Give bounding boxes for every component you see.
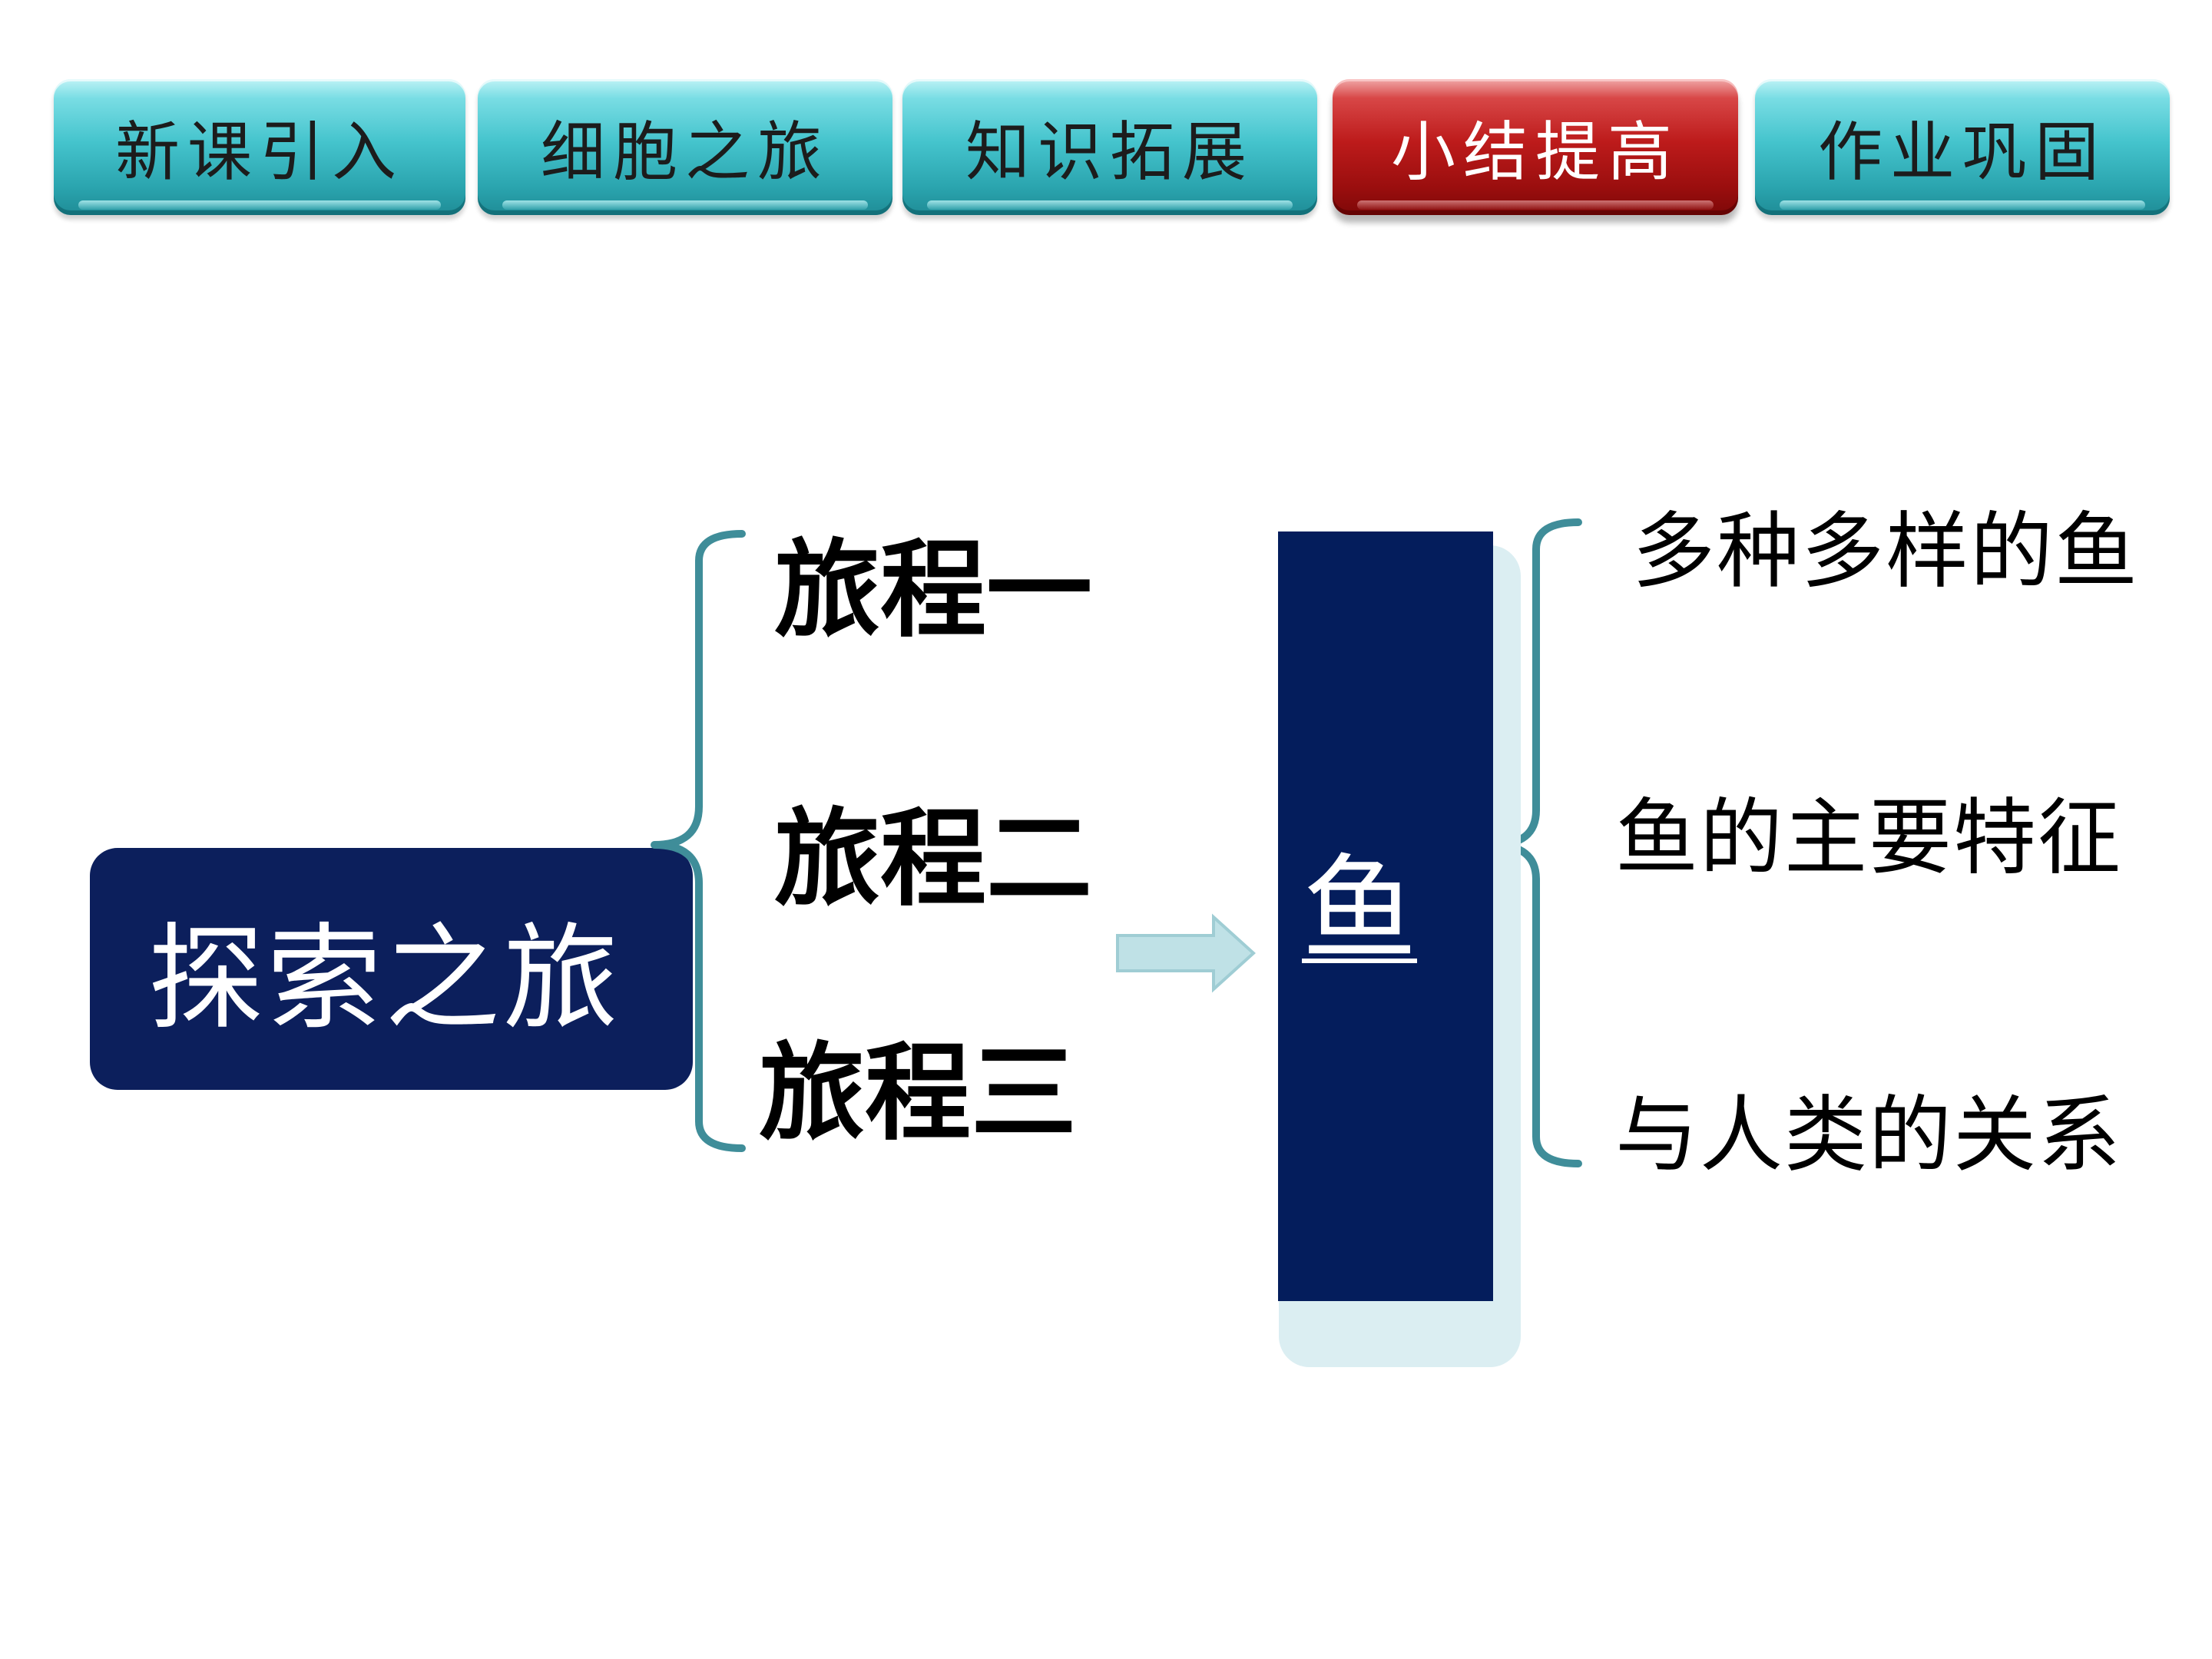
feature-2-label: 鱼的主要特征 xyxy=(1615,790,2123,886)
journey-1-label: 旅程一 xyxy=(774,528,1093,652)
tab-label: 新课引入 xyxy=(114,114,404,190)
tab-cell-journey[interactable]: 细胞之旅 xyxy=(478,79,892,215)
arrow-icon xyxy=(1116,913,1256,993)
root-label: 探索之旅 xyxy=(148,912,622,1046)
journey-2-label: 旅程二 xyxy=(774,797,1093,921)
journey-3-label: 旅程三 xyxy=(759,1031,1078,1155)
tab-homework[interactable]: 作业巩固 xyxy=(1755,79,2170,215)
tab-knowledge-expansion[interactable]: 知识拓展 xyxy=(902,79,1317,215)
tab-summary[interactable]: 小结提高 xyxy=(1333,79,1738,215)
feature-1-label: 多种多样的鱼 xyxy=(1632,504,2140,600)
tab-label: 知识拓展 xyxy=(965,114,1254,190)
root-box: 探索之旅 xyxy=(90,848,693,1090)
journeys-brace xyxy=(651,530,746,1152)
fish-label: 鱼 xyxy=(1302,843,1418,977)
tab-label: 小结提高 xyxy=(1390,114,1680,190)
fish-box xyxy=(1278,531,1493,1301)
feature-3-label: 与人类的关系 xyxy=(1615,1088,2123,1184)
tab-label: 作业巩固 xyxy=(1817,114,2107,190)
tab-new-lesson-intro[interactable]: 新课引入 xyxy=(54,79,465,215)
tab-label: 细胞之旅 xyxy=(540,114,830,190)
